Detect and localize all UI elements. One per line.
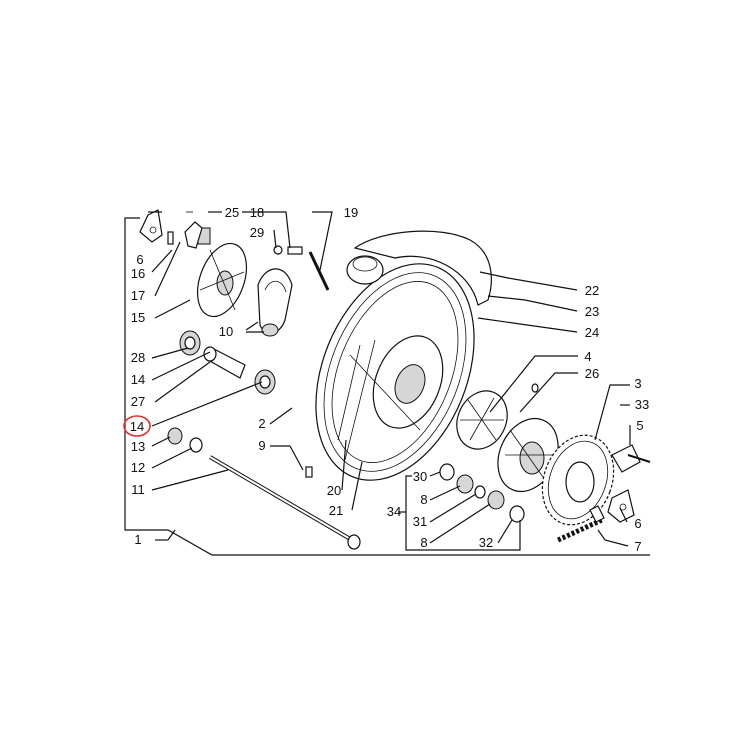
part-label-11: 11 <box>131 482 145 497</box>
part-label-1: 1 <box>134 532 141 547</box>
part-label-21: 21 <box>329 503 343 518</box>
cam-lever <box>139 209 211 249</box>
part-label-14b: 14 <box>130 419 144 434</box>
part-label-9: 9 <box>258 438 265 453</box>
part-labels: 6 16 17 15 28 14 27 14 13 12 11 1 25 18 … <box>130 205 649 554</box>
part-label-18: 18 <box>250 205 264 220</box>
wheel-rim <box>315 263 475 481</box>
part-label-20: 20 <box>327 483 341 498</box>
part-label-31: 31 <box>413 514 427 529</box>
part-label-5: 5 <box>636 418 643 433</box>
part-label-28: 28 <box>131 350 145 365</box>
chain <box>556 517 604 543</box>
highlight-circle <box>123 415 151 437</box>
part-label-33: 33 <box>635 397 649 412</box>
part-label-34: 34 <box>387 504 401 519</box>
axle <box>208 455 361 550</box>
part-label-22: 22 <box>585 283 599 298</box>
part-label-2: 2 <box>258 416 265 431</box>
part-label-8b: 8 <box>420 535 427 550</box>
left-bearings <box>167 330 276 453</box>
frame-lines <box>124 217 650 556</box>
part-label-23: 23 <box>585 304 599 319</box>
part-label-15: 15 <box>131 310 145 325</box>
part-label-16: 16 <box>131 266 145 281</box>
brake-plate <box>196 242 248 318</box>
hub-bearings <box>439 383 539 523</box>
part-label-25: 25 <box>225 205 239 220</box>
part-label-14a: 14 <box>131 372 145 387</box>
part-label-27: 27 <box>131 394 145 409</box>
chain-adjuster <box>589 444 651 523</box>
part-label-6a: 6 <box>136 252 143 267</box>
part-label-29: 29 <box>250 225 264 240</box>
part-label-24: 24 <box>585 325 599 340</box>
part-label-12: 12 <box>131 460 145 475</box>
part-label-32: 32 <box>479 535 493 550</box>
tyre <box>346 230 492 306</box>
part-label-30: 30 <box>413 469 427 484</box>
part-label-19: 19 <box>344 205 358 220</box>
part-label-3: 3 <box>634 376 641 391</box>
leader-lines <box>148 211 631 551</box>
sprocket <box>541 434 615 526</box>
part-label-7: 7 <box>634 539 641 554</box>
part-label-6b: 6 <box>634 516 641 531</box>
part-label-4: 4 <box>584 349 591 364</box>
part-label-13: 13 <box>131 439 145 454</box>
part-label-26: 26 <box>585 366 599 381</box>
part-label-8a: 8 <box>420 492 427 507</box>
part-label-17: 17 <box>131 288 145 303</box>
part-label-10: 10 <box>219 324 233 339</box>
brake-shoes <box>257 268 293 337</box>
